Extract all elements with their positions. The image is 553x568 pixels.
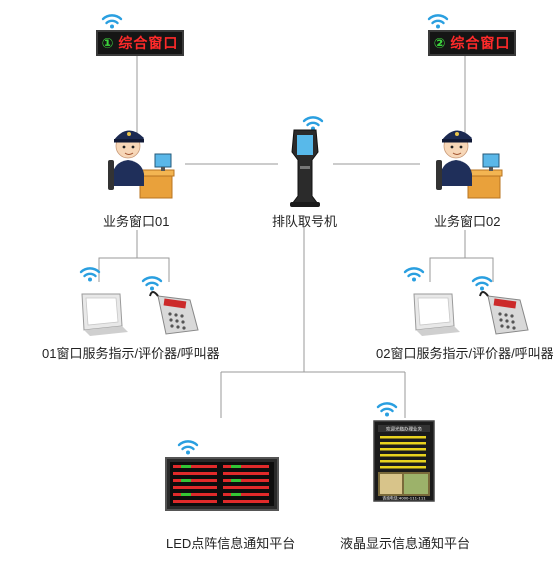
label-led-platform: LED点阵信息通知平台 xyxy=(166,536,296,551)
sign-text: 综合窗口 xyxy=(118,35,179,51)
tablet-icon xyxy=(81,293,128,336)
sign-index: ① xyxy=(101,35,115,51)
lcd-screen-icon: 欢迎光临办理业务 咨询电话:4000-111-111 xyxy=(373,420,435,502)
keypad-icon xyxy=(149,291,199,335)
lcd-phone-text: 咨询电话:4000-111-111 xyxy=(382,496,426,501)
kiosk-icon xyxy=(290,129,320,207)
label-lcd-platform: 液晶显示信息通知平台 xyxy=(340,536,471,551)
line-devices1-branch xyxy=(137,257,170,282)
label-window-01: 业务窗口01 xyxy=(103,214,170,229)
line-window1-devices xyxy=(98,230,138,282)
sign-index: ② xyxy=(433,35,447,51)
clerk-icon xyxy=(435,129,503,199)
label-window-02: 业务窗口02 xyxy=(434,214,501,229)
wifi-icon xyxy=(79,267,101,283)
lcd-header-text: 欢迎光临办理业务 xyxy=(386,426,422,433)
wifi-icon xyxy=(302,116,324,132)
wifi-icon xyxy=(403,267,425,283)
line-window2-devices xyxy=(429,230,466,282)
wifi-icon xyxy=(376,402,398,418)
wifi-icon xyxy=(427,14,449,30)
tablet-icon xyxy=(413,293,460,336)
line-devices2-branch xyxy=(465,257,494,282)
wifi-icon xyxy=(101,14,123,30)
sign-text: 综合窗口 xyxy=(450,35,511,51)
connection-lines xyxy=(98,54,494,418)
wifi-icon xyxy=(471,276,493,292)
label-kiosk: 排队取号机 xyxy=(272,214,338,229)
wifi-icon xyxy=(177,440,199,456)
label-devices-01: 01窗口服务指示/评价器/呼叫器 xyxy=(42,346,220,361)
led-board-icon xyxy=(165,457,279,511)
label-devices-02: 02窗口服务指示/评价器/呼叫器 xyxy=(376,346,553,361)
wifi-icon xyxy=(141,276,163,292)
clerk-icon xyxy=(107,129,175,199)
keypad-icon xyxy=(479,291,529,335)
